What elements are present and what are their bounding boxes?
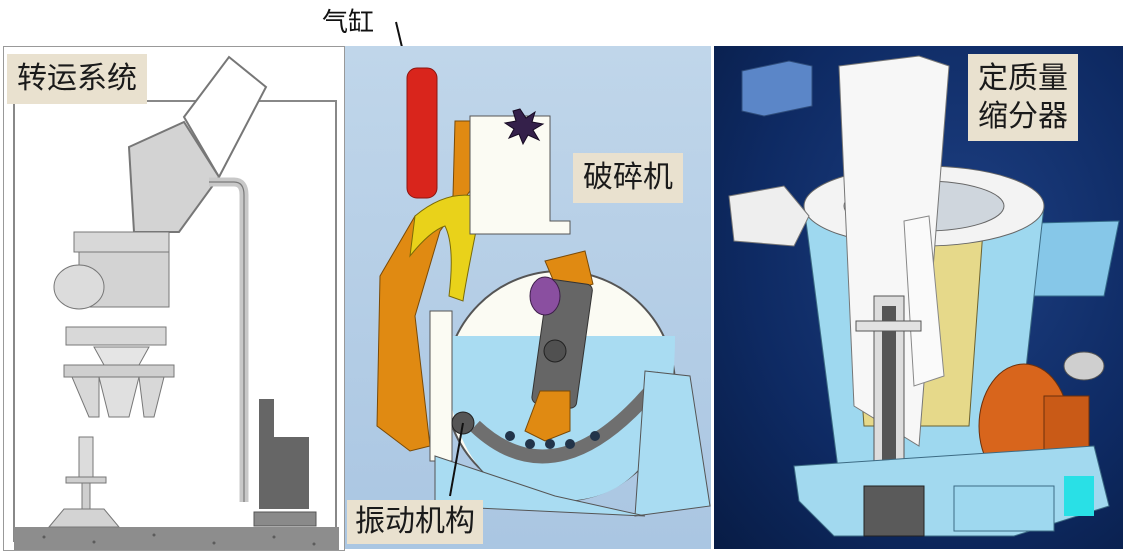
- crusher-panel: [345, 46, 711, 549]
- transfer-system-label: 转运系统: [7, 54, 147, 104]
- sample-divider-drawing: [728, 55, 1120, 537]
- vibration-mechanism-label: 振动机构: [347, 500, 483, 544]
- sample-divider-label-line1: 定质量: [978, 61, 1068, 96]
- burst-icon: [503, 108, 545, 146]
- transfer-system-drawing: [13, 55, 339, 550]
- crusher-label: 破碎机: [573, 153, 683, 203]
- sample-divider-label-line2: 缩分器: [978, 98, 1068, 134]
- sample-divider-label: 定质量 缩分器: [968, 54, 1078, 141]
- transfer-system-panel: [3, 46, 345, 551]
- cylinder-label: 气缸: [322, 8, 375, 38]
- crusher-drawing: [376, 67, 711, 517]
